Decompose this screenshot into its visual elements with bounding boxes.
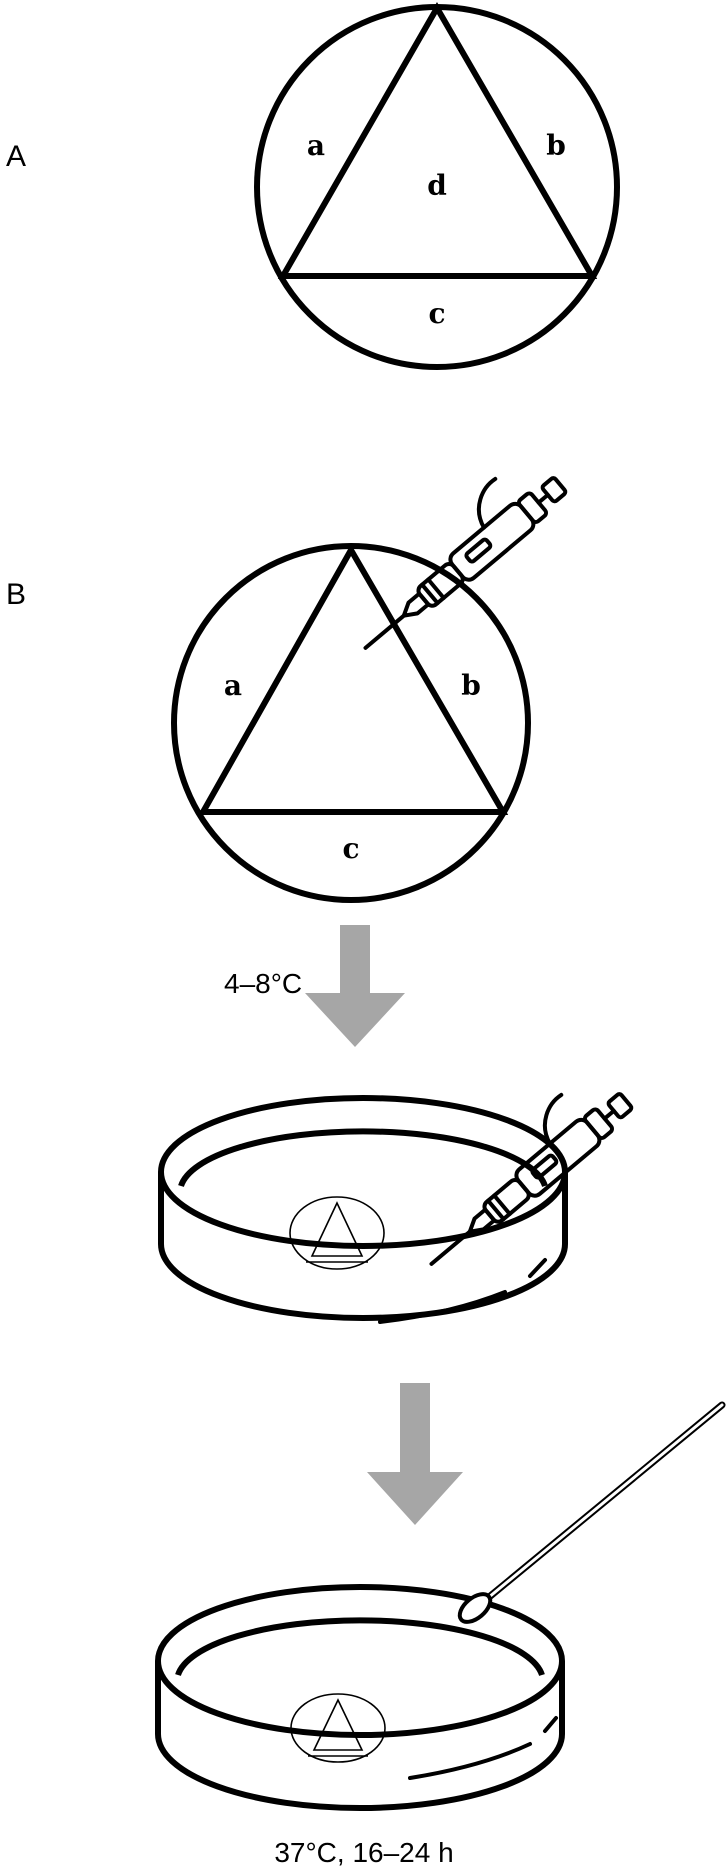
inoculum-spot [289,1196,385,1270]
plate-diagram-a [254,1,620,370]
pipette-icon [363,476,568,650]
region-label-a: a [307,129,325,162]
triangle-b [197,543,509,815]
down-arrow-2 [367,1383,463,1525]
panel-a: A a b c d [6,1,620,370]
region-label-a: a [224,669,242,702]
plate-diagram-b [171,543,531,903]
region-label-b: b [461,669,481,702]
panel-b: B a b c 4–8°C [6,476,726,1868]
region-label-b: b [546,129,566,162]
step-label-2: 37°C, 16–24 h [274,1837,453,1868]
pipette-icon [429,1092,634,1266]
panel-a-label: A [6,140,26,173]
region-label-d: d [427,169,447,202]
petri-dish-icon [155,1584,565,1811]
region-label-c: c [342,832,359,865]
down-arrow-1 [305,925,405,1047]
panel-b-label: B [6,578,26,611]
region-label-c: c [428,297,445,330]
swab-icon [457,1401,726,1624]
step-label-1: 4–8°C [224,968,302,999]
inoculum-spot [290,1693,386,1763]
